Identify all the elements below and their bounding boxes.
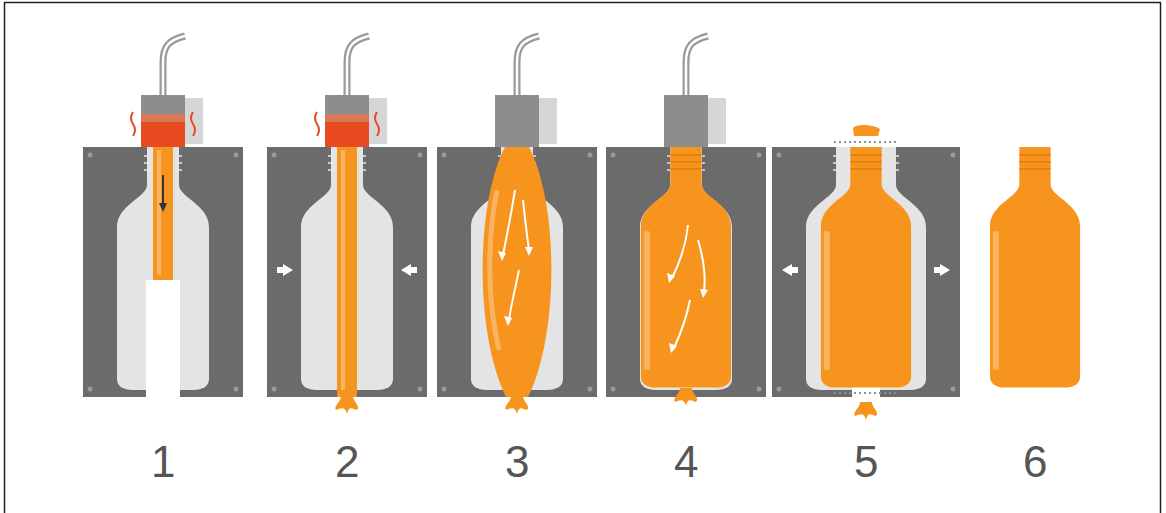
- step-number: 4: [674, 440, 698, 484]
- step-number: 6: [1023, 440, 1047, 484]
- step-number: 3: [505, 440, 529, 484]
- step-number: 1: [151, 440, 175, 484]
- step-number: 2: [335, 440, 359, 484]
- finished-bottle: [990, 147, 1080, 388]
- step-3-blowing: [437, 36, 597, 414]
- step-2-mold-close: [267, 36, 427, 414]
- step-number: 5: [854, 440, 878, 484]
- step-4-cooling: [606, 36, 766, 406]
- step-1-extrusion: [83, 36, 243, 397]
- step-5-ejection: [772, 125, 960, 420]
- frame: [5, 3, 1161, 513]
